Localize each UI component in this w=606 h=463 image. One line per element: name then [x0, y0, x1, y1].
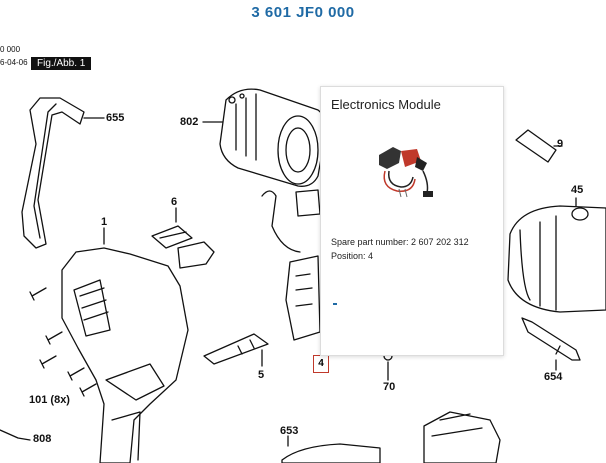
figure-label: Fig./Abb. 1: [31, 57, 92, 70]
part-tooltip-popup: Electronics Module Spare part number: 2 …: [320, 86, 504, 356]
meta-line-1: 0 000: [0, 45, 21, 54]
page-title: 3 601 JF0 000: [251, 4, 355, 21]
label-654[interactable]: 654: [544, 371, 563, 383]
part-position: Position: 4: [331, 251, 374, 261]
label-5[interactable]: 5: [258, 369, 265, 381]
screws-part[interactable]: [29, 287, 97, 397]
battery-part[interactable]: [281, 411, 501, 463]
spare-part-number: Spare part number: 2 607 202 312: [331, 237, 469, 247]
popup-title: Electronics Module: [331, 97, 441, 112]
popup-indicator: [333, 303, 337, 305]
electronics-part[interactable]: [261, 189, 321, 341]
label-101[interactable]: 101 (8x): [29, 394, 70, 406]
gearbox-part[interactable]: [507, 197, 606, 313]
motor-part[interactable]: [202, 88, 327, 187]
part-9[interactable]: [515, 129, 563, 163]
part-70[interactable]: [383, 351, 393, 381]
label-808[interactable]: 808: [33, 433, 52, 445]
part-808[interactable]: [0, 429, 31, 441]
label-802[interactable]: 802: [180, 116, 199, 128]
label-655[interactable]: 655: [106, 112, 125, 124]
label-653[interactable]: 653: [280, 425, 299, 437]
label-45[interactable]: 45: [571, 184, 584, 196]
bit-part[interactable]: [521, 317, 581, 371]
meta-line-2: 6-04-06: [0, 58, 28, 67]
label-1[interactable]: 1: [101, 216, 108, 228]
belt-clip-part[interactable]: [21, 97, 105, 249]
electronics-module-image: [379, 147, 433, 198]
housing-part[interactable]: [61, 227, 189, 463]
part-6[interactable]: [151, 207, 215, 269]
label-9[interactable]: 9: [557, 138, 564, 150]
position-4-callout[interactable]: 4: [313, 355, 329, 373]
label-6[interactable]: 6: [171, 196, 178, 208]
label-70[interactable]: 70: [383, 381, 396, 393]
part-5[interactable]: [203, 333, 269, 367]
